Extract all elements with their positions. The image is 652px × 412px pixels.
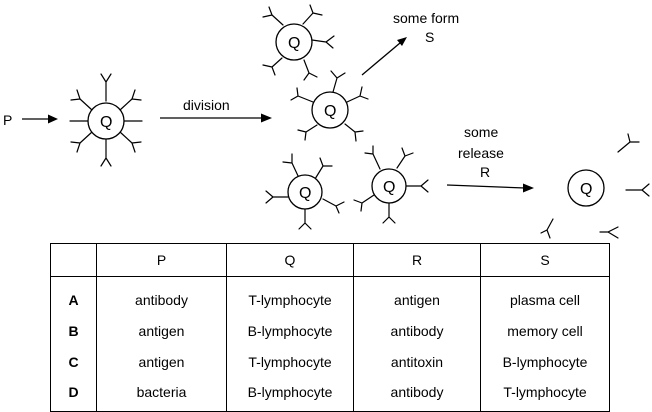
cell-label-q: Q	[324, 103, 336, 120]
table-header-row: P Q R S	[50, 243, 610, 277]
cell-q: T-lymphocyte	[226, 346, 354, 377]
release-label-line3: R	[480, 164, 490, 180]
division-arrow	[160, 113, 272, 123]
cell-label-q: Q	[288, 35, 300, 52]
lymphocyte-cell-initial: Q	[69, 73, 143, 167]
cell-label-q: Q	[580, 181, 592, 198]
lymphocyte-cell-middle: Q	[290, 70, 369, 142]
table-row: B antigen B-lymphocyte antibody memory c…	[50, 315, 610, 346]
header-q: Q	[226, 243, 354, 277]
antibody-releasing-cell: Q	[567, 169, 605, 207]
cell-r: antibody	[353, 315, 481, 346]
header-s: S	[480, 243, 610, 277]
release-label-line2: release	[458, 145, 504, 161]
header-p: P	[96, 243, 227, 277]
cell-r: antibody	[353, 377, 481, 412]
cell-r: antigen	[353, 276, 481, 315]
immune-response-diagram: P division some form S some release R	[3, 4, 650, 239]
input-arrow	[22, 114, 58, 124]
cell-p: antigen	[96, 346, 227, 377]
release-arrow	[446, 183, 534, 193]
cell-s: B-lymphocyte	[480, 346, 610, 377]
header-empty	[50, 243, 97, 277]
header-r: R	[353, 243, 481, 277]
cell-label-q: Q	[383, 179, 395, 196]
table-row: A antibody T-lymphocyte antigen plasma c…	[50, 276, 610, 315]
cell-q: B-lymphocyte	[226, 377, 354, 412]
lymphocyte-cell-lower-right: Q	[353, 145, 429, 224]
cell-label-q: Q	[100, 114, 112, 131]
lymphocyte-cell-top: Q	[262, 4, 335, 81]
cell-p: bacteria	[96, 377, 227, 412]
cell-q: T-lymphocyte	[226, 276, 354, 315]
form-arrow	[361, 37, 407, 76]
table-row: D bacteria B-lymphocyte antibody T-lymph…	[50, 377, 610, 412]
input-label-p: P	[3, 112, 12, 128]
cell-p: antibody	[96, 276, 227, 315]
cell-label-q: Q	[299, 185, 311, 202]
options-table: P Q R S A antibody T-lymphocyte antigen …	[50, 243, 610, 412]
cell-s: plasma cell	[480, 276, 610, 315]
table-row: C antigen T-lymphocyte antitoxin B-lymph…	[50, 346, 610, 377]
option-letter: B	[50, 315, 97, 346]
release-label-line1: some	[464, 124, 498, 140]
cell-q: B-lymphocyte	[226, 315, 354, 346]
option-letter: A	[50, 276, 97, 315]
cell-p: antigen	[96, 315, 227, 346]
free-antibodies	[540, 133, 650, 239]
option-letter: D	[50, 377, 97, 412]
form-label-line1: some form	[393, 10, 459, 26]
division-label: division	[183, 97, 230, 113]
cell-s: T-lymphocyte	[480, 377, 610, 412]
option-letter: C	[50, 346, 97, 377]
form-label-line2: S	[425, 29, 434, 45]
cell-r: antitoxin	[353, 346, 481, 377]
lymphocyte-cell-lower-left: Q	[265, 153, 345, 230]
cell-s: memory cell	[480, 315, 610, 346]
